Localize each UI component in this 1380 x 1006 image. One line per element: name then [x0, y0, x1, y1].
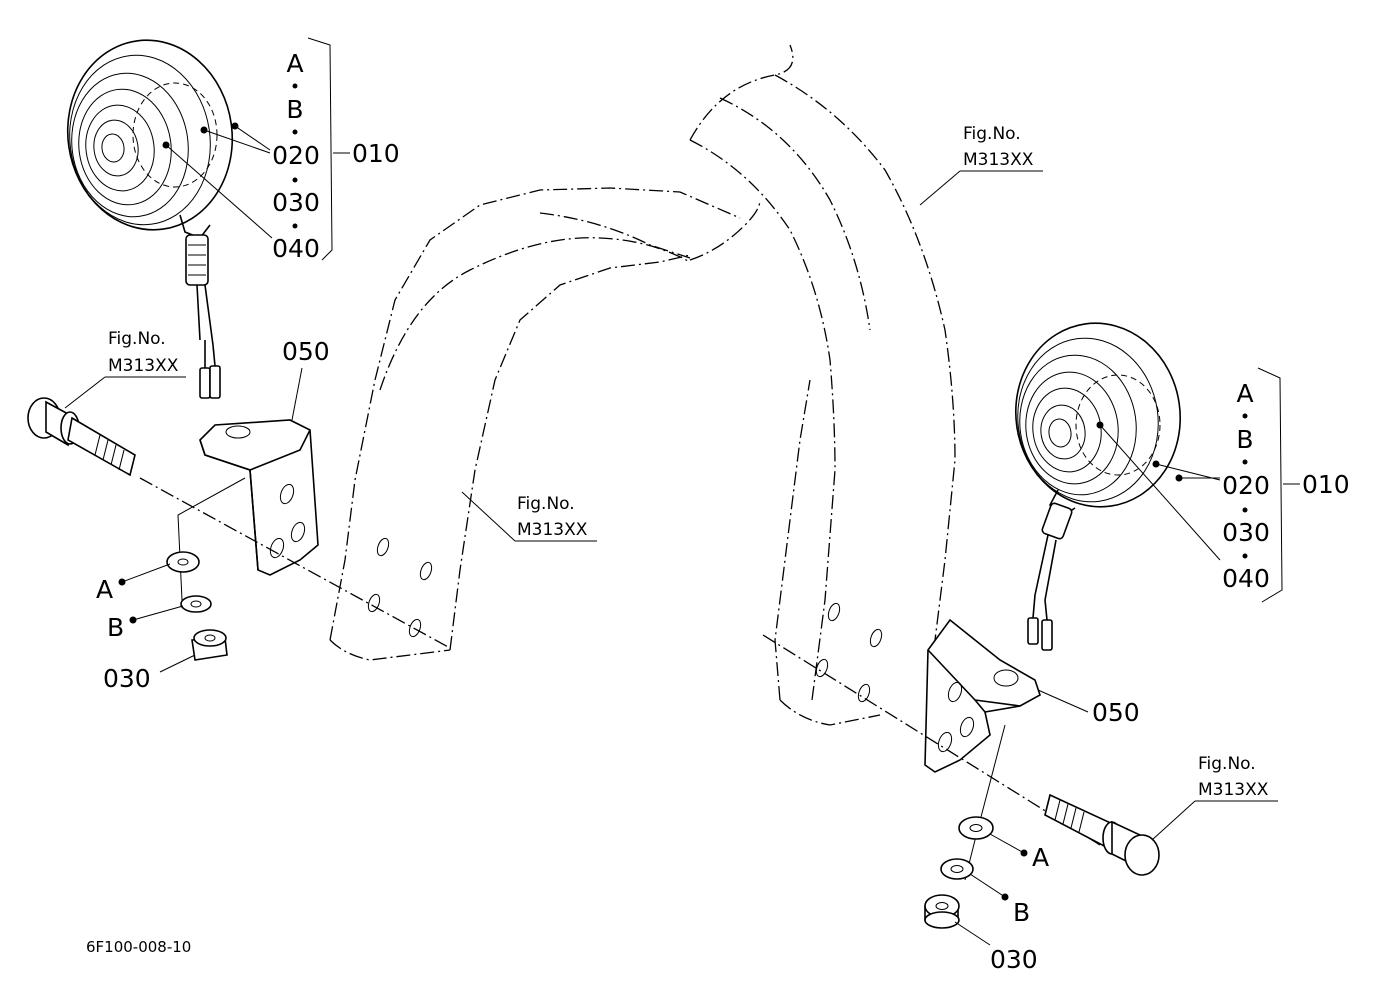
fender-frame — [329, 44, 956, 726]
right-label-a: A — [1236, 379, 1253, 408]
frame-fig-label: Fig.No. — [517, 494, 575, 514]
drawing-number: 6F100-008-10 — [86, 938, 191, 956]
left-nut-label-030: 030 — [103, 664, 151, 693]
left-label-050: 050 — [282, 337, 330, 366]
right-label-040: 040 — [1222, 564, 1270, 593]
left-bolt-fig-code: M313XX — [108, 356, 179, 376]
fender-fig-code: M313XX — [963, 150, 1034, 170]
left-washer-label-b: B — [107, 613, 124, 642]
frame-fig-code: M313XX — [517, 520, 588, 540]
left-bolt-fig-label: Fig.No. — [108, 329, 166, 349]
right-label-b: B — [1236, 425, 1253, 454]
left-label-010: 010 — [352, 139, 400, 168]
right-label-010: 010 — [1302, 470, 1350, 499]
right-label-020: 020 — [1222, 471, 1270, 500]
left-label-a: A — [286, 49, 303, 78]
right-bolt — [1044, 793, 1160, 876]
left-washer-label-a: A — [96, 575, 113, 604]
right-washer-label-a: A — [1032, 843, 1049, 872]
left-bolt — [27, 397, 136, 477]
right-work-lamp — [1014, 322, 1182, 651]
fender-fig-label: Fig.No. — [963, 124, 1021, 144]
left-lamp-leaders — [162, 37, 350, 261]
left-label-020: 020 — [272, 141, 320, 170]
right-washer-label-b: B — [1013, 898, 1030, 927]
right-label-030: 030 — [1222, 518, 1270, 547]
left-hardware — [118, 551, 228, 673]
left-label-030: 030 — [272, 188, 320, 217]
right-bolt-fig-code: M313XX — [1198, 780, 1269, 800]
left-label-b: B — [286, 95, 303, 124]
right-nut-label-030: 030 — [990, 945, 1038, 974]
right-label-050: 050 — [1092, 698, 1140, 727]
left-bracket — [199, 419, 319, 576]
right-bolt-fig-label: Fig.No. — [1198, 754, 1256, 774]
left-label-040: 040 — [272, 234, 320, 263]
right-lamp-leaders — [1096, 367, 1300, 603]
right-bracket — [924, 618, 1041, 773]
right-hardware — [924, 816, 1028, 946]
